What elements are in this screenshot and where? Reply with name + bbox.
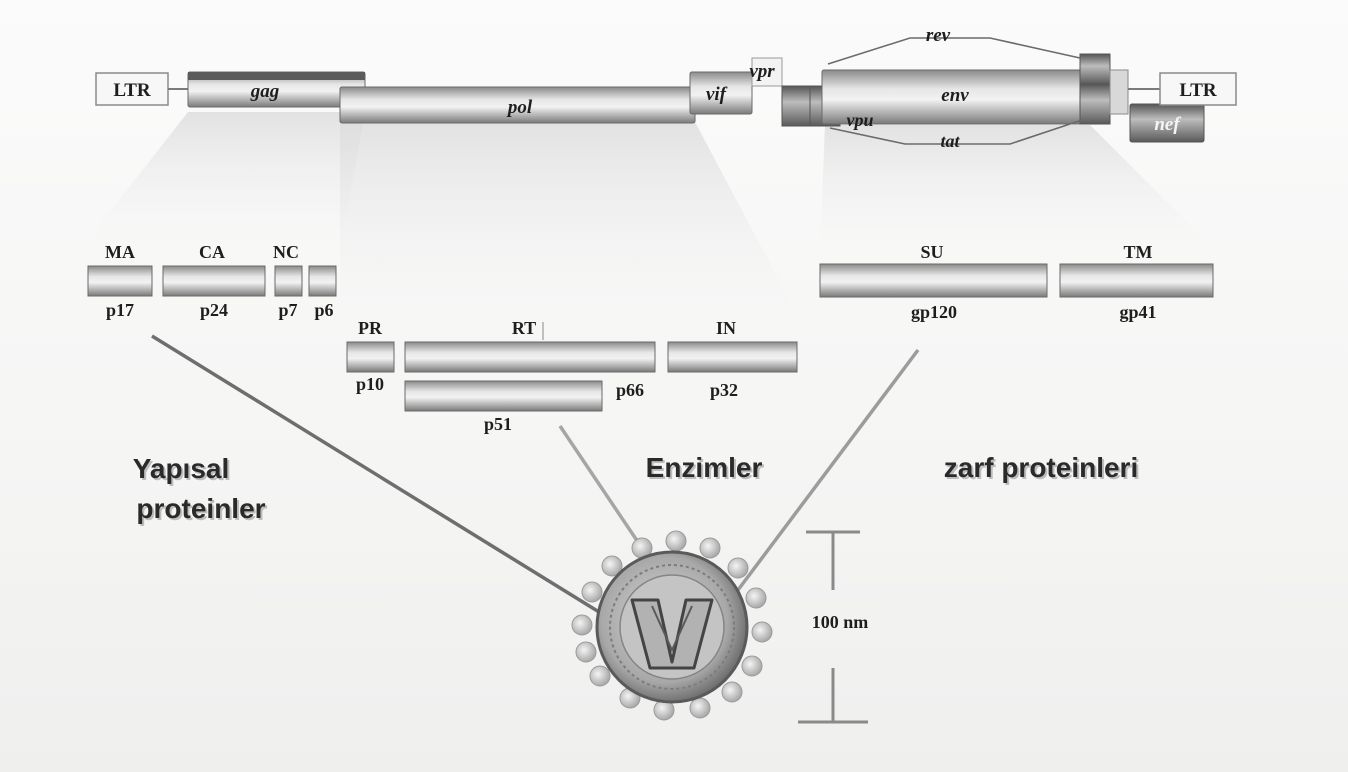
rev-label: rev: [926, 25, 951, 46]
nc-label: NC: [273, 242, 299, 262]
envelope-label: zarf proteinleri: [944, 452, 1138, 483]
ltr-right-label: LTR: [1179, 80, 1217, 101]
tat-exon2: [1080, 84, 1110, 124]
env-label: env: [941, 85, 969, 106]
p66-label: p66: [616, 380, 644, 400]
gp41-label: gp41: [1119, 302, 1156, 322]
gag-fan: [80, 112, 365, 250]
pr-label: PR: [358, 318, 383, 338]
structural-label-line1: Yapısal: [133, 453, 230, 484]
pr-bar: [347, 342, 394, 372]
envelope-connector: [738, 350, 918, 590]
pol-label: pol: [506, 97, 533, 118]
pol-proteins: PR RT IN p10 p66 p32 p51: [347, 318, 797, 434]
enzymes-label: Enzimler: [646, 452, 763, 483]
env-proteins: SU TM gp120 gp41: [820, 242, 1213, 322]
tat-exon1: [782, 86, 810, 126]
p51-label: p51: [484, 414, 512, 434]
in-bar: [668, 342, 797, 372]
rev-splice: [828, 38, 1080, 64]
ltr-left-label: LTR: [113, 80, 151, 101]
ma-label: MA: [105, 242, 135, 262]
nc-bar: [275, 266, 302, 296]
vpr-label: vpr: [749, 61, 775, 82]
gp120-label: gp120: [911, 302, 957, 322]
ma-bar: [88, 266, 152, 296]
p32-label: p32: [710, 380, 738, 400]
pol-fan: [340, 122, 800, 320]
tm-bar: [1060, 264, 1213, 297]
category-labels: Yapısal Yapısal proteinler proteinler En…: [133, 452, 1141, 526]
structural-label-line2: proteinler: [136, 493, 265, 524]
in-label: IN: [716, 318, 736, 338]
nef-label: nef: [1154, 114, 1181, 135]
vif-label: vif: [706, 84, 728, 105]
p7-label: p7: [278, 300, 297, 320]
gag-label: gag: [250, 81, 280, 102]
rev-exon2: [1080, 54, 1110, 84]
p10-label: p10: [356, 374, 384, 394]
tat-label: tat: [940, 131, 960, 151]
rt-p66-bar: [405, 342, 655, 372]
p17-label: p17: [106, 300, 134, 320]
virion-illustration: [572, 531, 772, 720]
ca-label: CA: [199, 242, 225, 262]
gag-proteins: MA CA NC p17 p24 p7 p6: [88, 242, 336, 320]
rt-p51-bar: [405, 381, 602, 411]
scale-bar: 100 nm: [798, 532, 868, 722]
ca-bar: [163, 266, 265, 296]
su-bar: [820, 264, 1047, 297]
p6-label: p6: [314, 300, 333, 320]
p24-label: p24: [200, 300, 228, 320]
env-fan: [820, 125, 1215, 250]
tm-label: TM: [1124, 242, 1153, 262]
scale-bar-label: 100 nm: [812, 612, 869, 632]
connector-lines: [152, 336, 918, 620]
p6-bar: [309, 266, 336, 296]
rt-label: RT: [512, 318, 536, 338]
su-label: SU: [920, 242, 943, 262]
vpu-label: vpu: [847, 110, 874, 130]
